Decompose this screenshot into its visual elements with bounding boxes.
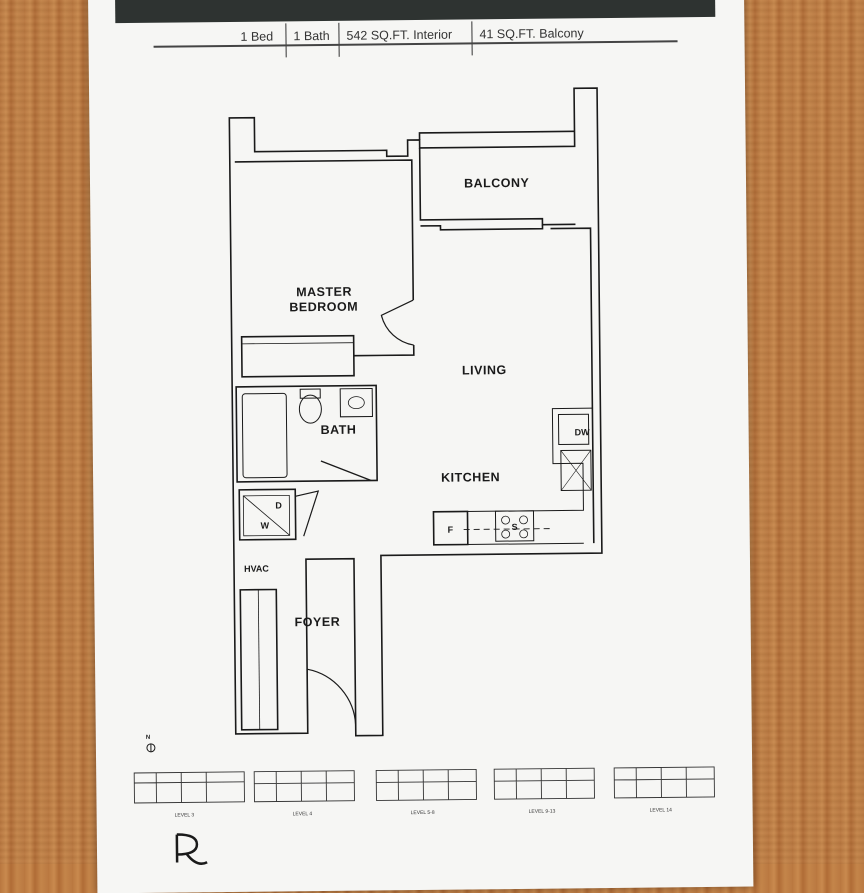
key-plan-label-level-4: LEVEL 4 — [293, 811, 313, 817]
balcony-rail — [418, 130, 575, 140]
key-plan-label-level-14: LEVEL 14 — [650, 807, 673, 813]
key-plan-level-14 — [613, 766, 715, 799]
balcony-edge — [418, 147, 576, 226]
bathtub — [241, 392, 288, 479]
kitchen-counter — [433, 407, 593, 513]
vanity — [339, 387, 373, 418]
room-label-bath: BATH — [321, 423, 357, 437]
room-label-foyer: FOYER — [295, 615, 341, 629]
kitchen-sink — [560, 449, 592, 492]
entry-door — [306, 668, 357, 730]
key-plan-level-4 — [253, 770, 355, 803]
laundry-door — [295, 490, 320, 537]
appliance-label-washer: W — [261, 521, 270, 531]
key-plan-level-5-8 — [375, 768, 477, 801]
outer-wall — [228, 87, 603, 737]
room-label-master-bedroom-line1: MASTER — [296, 285, 352, 300]
room-label-living: LIVING — [462, 363, 507, 377]
bath-room — [235, 384, 378, 483]
toilet — [298, 394, 322, 424]
floor-plan-sheet: 1 Bed 1 Bath 542 SQ.FT. Interior 41 SQ.F… — [88, 0, 754, 893]
room-label-balcony: BALCONY — [464, 176, 530, 191]
room-label-kitchen: KITCHEN — [441, 470, 500, 485]
key-plan-label-level-3: LEVEL 3 — [175, 812, 195, 818]
developer-logo-mark — [175, 833, 208, 865]
room-label-master-bedroom-line2: BEDROOM — [289, 300, 358, 315]
appliance-label-dw: DW — [575, 427, 591, 437]
key-plan-level-9-13 — [493, 767, 595, 800]
bedroom-door — [380, 299, 414, 346]
laundry-closet — [238, 488, 297, 541]
appliance-label-stove: S — [512, 522, 518, 532]
bedroom-wall — [234, 159, 415, 301]
key-plan-level-3 — [133, 771, 245, 804]
compass-label: N — [146, 735, 150, 741]
room-label-hvac: HVAC — [244, 564, 269, 574]
floor-plan-drawing: BALCONY MASTER BEDROOM LIVING BATH KITCH… — [133, 87, 715, 865]
dishwasher — [557, 413, 590, 446]
living-right-wall — [550, 227, 595, 544]
key-plan-label-level-5-8: LEVEL 5-8 — [411, 810, 435, 816]
bedroom-closet — [240, 334, 355, 378]
dryer — [242, 494, 291, 537]
fridge — [432, 510, 469, 546]
living-top-wall — [420, 224, 544, 231]
appliance-label-fridge: F — [448, 525, 454, 535]
key-plan-label-level-9-13: LEVEL 9-13 — [529, 809, 556, 815]
appliance-label-dryer: D — [275, 500, 282, 510]
bath-door — [320, 460, 372, 482]
stove — [494, 510, 535, 542]
